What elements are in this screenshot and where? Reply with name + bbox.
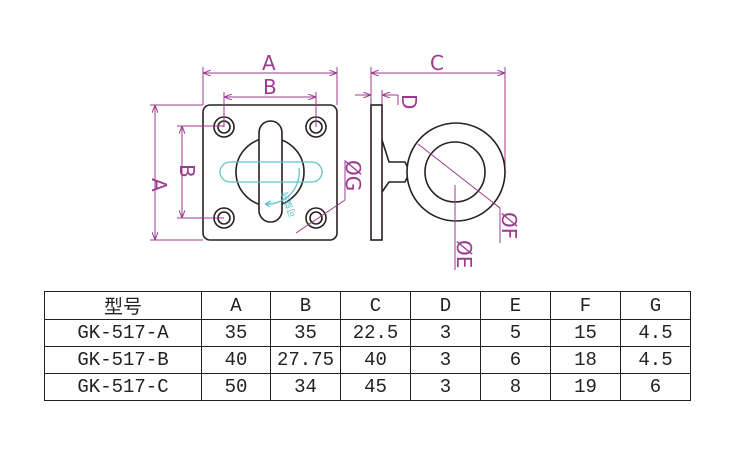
header-e: E xyxy=(480,291,551,320)
cell: 4.5 xyxy=(620,319,691,347)
cell: 3 xyxy=(410,346,481,374)
cell: 15 xyxy=(550,319,621,347)
cell: GK-517-C xyxy=(44,373,202,401)
dim-label-a-top: A xyxy=(262,51,276,75)
dim-label-g: ØG xyxy=(341,160,365,191)
header-g: G xyxy=(620,291,691,320)
cell: 3 xyxy=(410,373,481,401)
cell: 50 xyxy=(201,373,271,401)
dim-label-b-top: B xyxy=(263,75,277,99)
technical-drawing: 可旋转 A B A B C D ØG ØF ØE xyxy=(147,51,521,270)
spec-table: 型号 A B C D E F G GK-517-A 35 35 22.5 3 5… xyxy=(44,291,691,401)
table-header-row: 型号 A B C D E F G xyxy=(44,291,691,320)
cell: GK-517-A xyxy=(44,319,202,347)
cell: 19 xyxy=(550,373,621,401)
cell: 40 xyxy=(201,346,271,374)
dim-label-f: ØF xyxy=(497,212,521,239)
dimension-lines xyxy=(150,67,506,270)
cell: 5 xyxy=(480,319,551,347)
dim-label-b-side: B xyxy=(175,164,199,178)
header-model: 型号 xyxy=(44,291,202,320)
header-c: C xyxy=(340,291,411,320)
table-row: GK-517-A 35 35 22.5 3 5 15 4.5 xyxy=(44,319,691,347)
table-row: GK-517-B 40 27.75 40 3 6 18 4.5 xyxy=(44,346,691,374)
cell: 22.5 xyxy=(340,319,411,347)
cell: 8 xyxy=(480,373,551,401)
dim-label-d: D xyxy=(397,94,421,109)
front-view xyxy=(202,104,338,241)
dim-label-a-side: A xyxy=(147,178,171,192)
cell: 3 xyxy=(410,319,481,347)
cell: 35 xyxy=(201,319,271,347)
rotation-indicator xyxy=(219,161,323,208)
side-view xyxy=(370,104,506,241)
dim-label-c: C xyxy=(430,51,444,75)
cell: 27.75 xyxy=(270,346,341,374)
table-row: GK-517-C 50 34 45 3 8 19 6 xyxy=(44,373,691,401)
cell: 6 xyxy=(620,373,691,401)
header-f: F xyxy=(550,291,621,320)
dim-label-e: ØE xyxy=(452,240,476,268)
header-b: B xyxy=(270,291,341,320)
cell: GK-517-B xyxy=(44,346,202,374)
header-a: A xyxy=(201,291,271,320)
cell: 35 xyxy=(270,319,341,347)
cell: 4.5 xyxy=(620,346,691,374)
cell: 18 xyxy=(550,346,621,374)
cell: 40 xyxy=(340,346,411,374)
cell: 34 xyxy=(270,373,341,401)
cell: 6 xyxy=(480,346,551,374)
header-d: D xyxy=(410,291,481,320)
cell: 45 xyxy=(340,373,411,401)
